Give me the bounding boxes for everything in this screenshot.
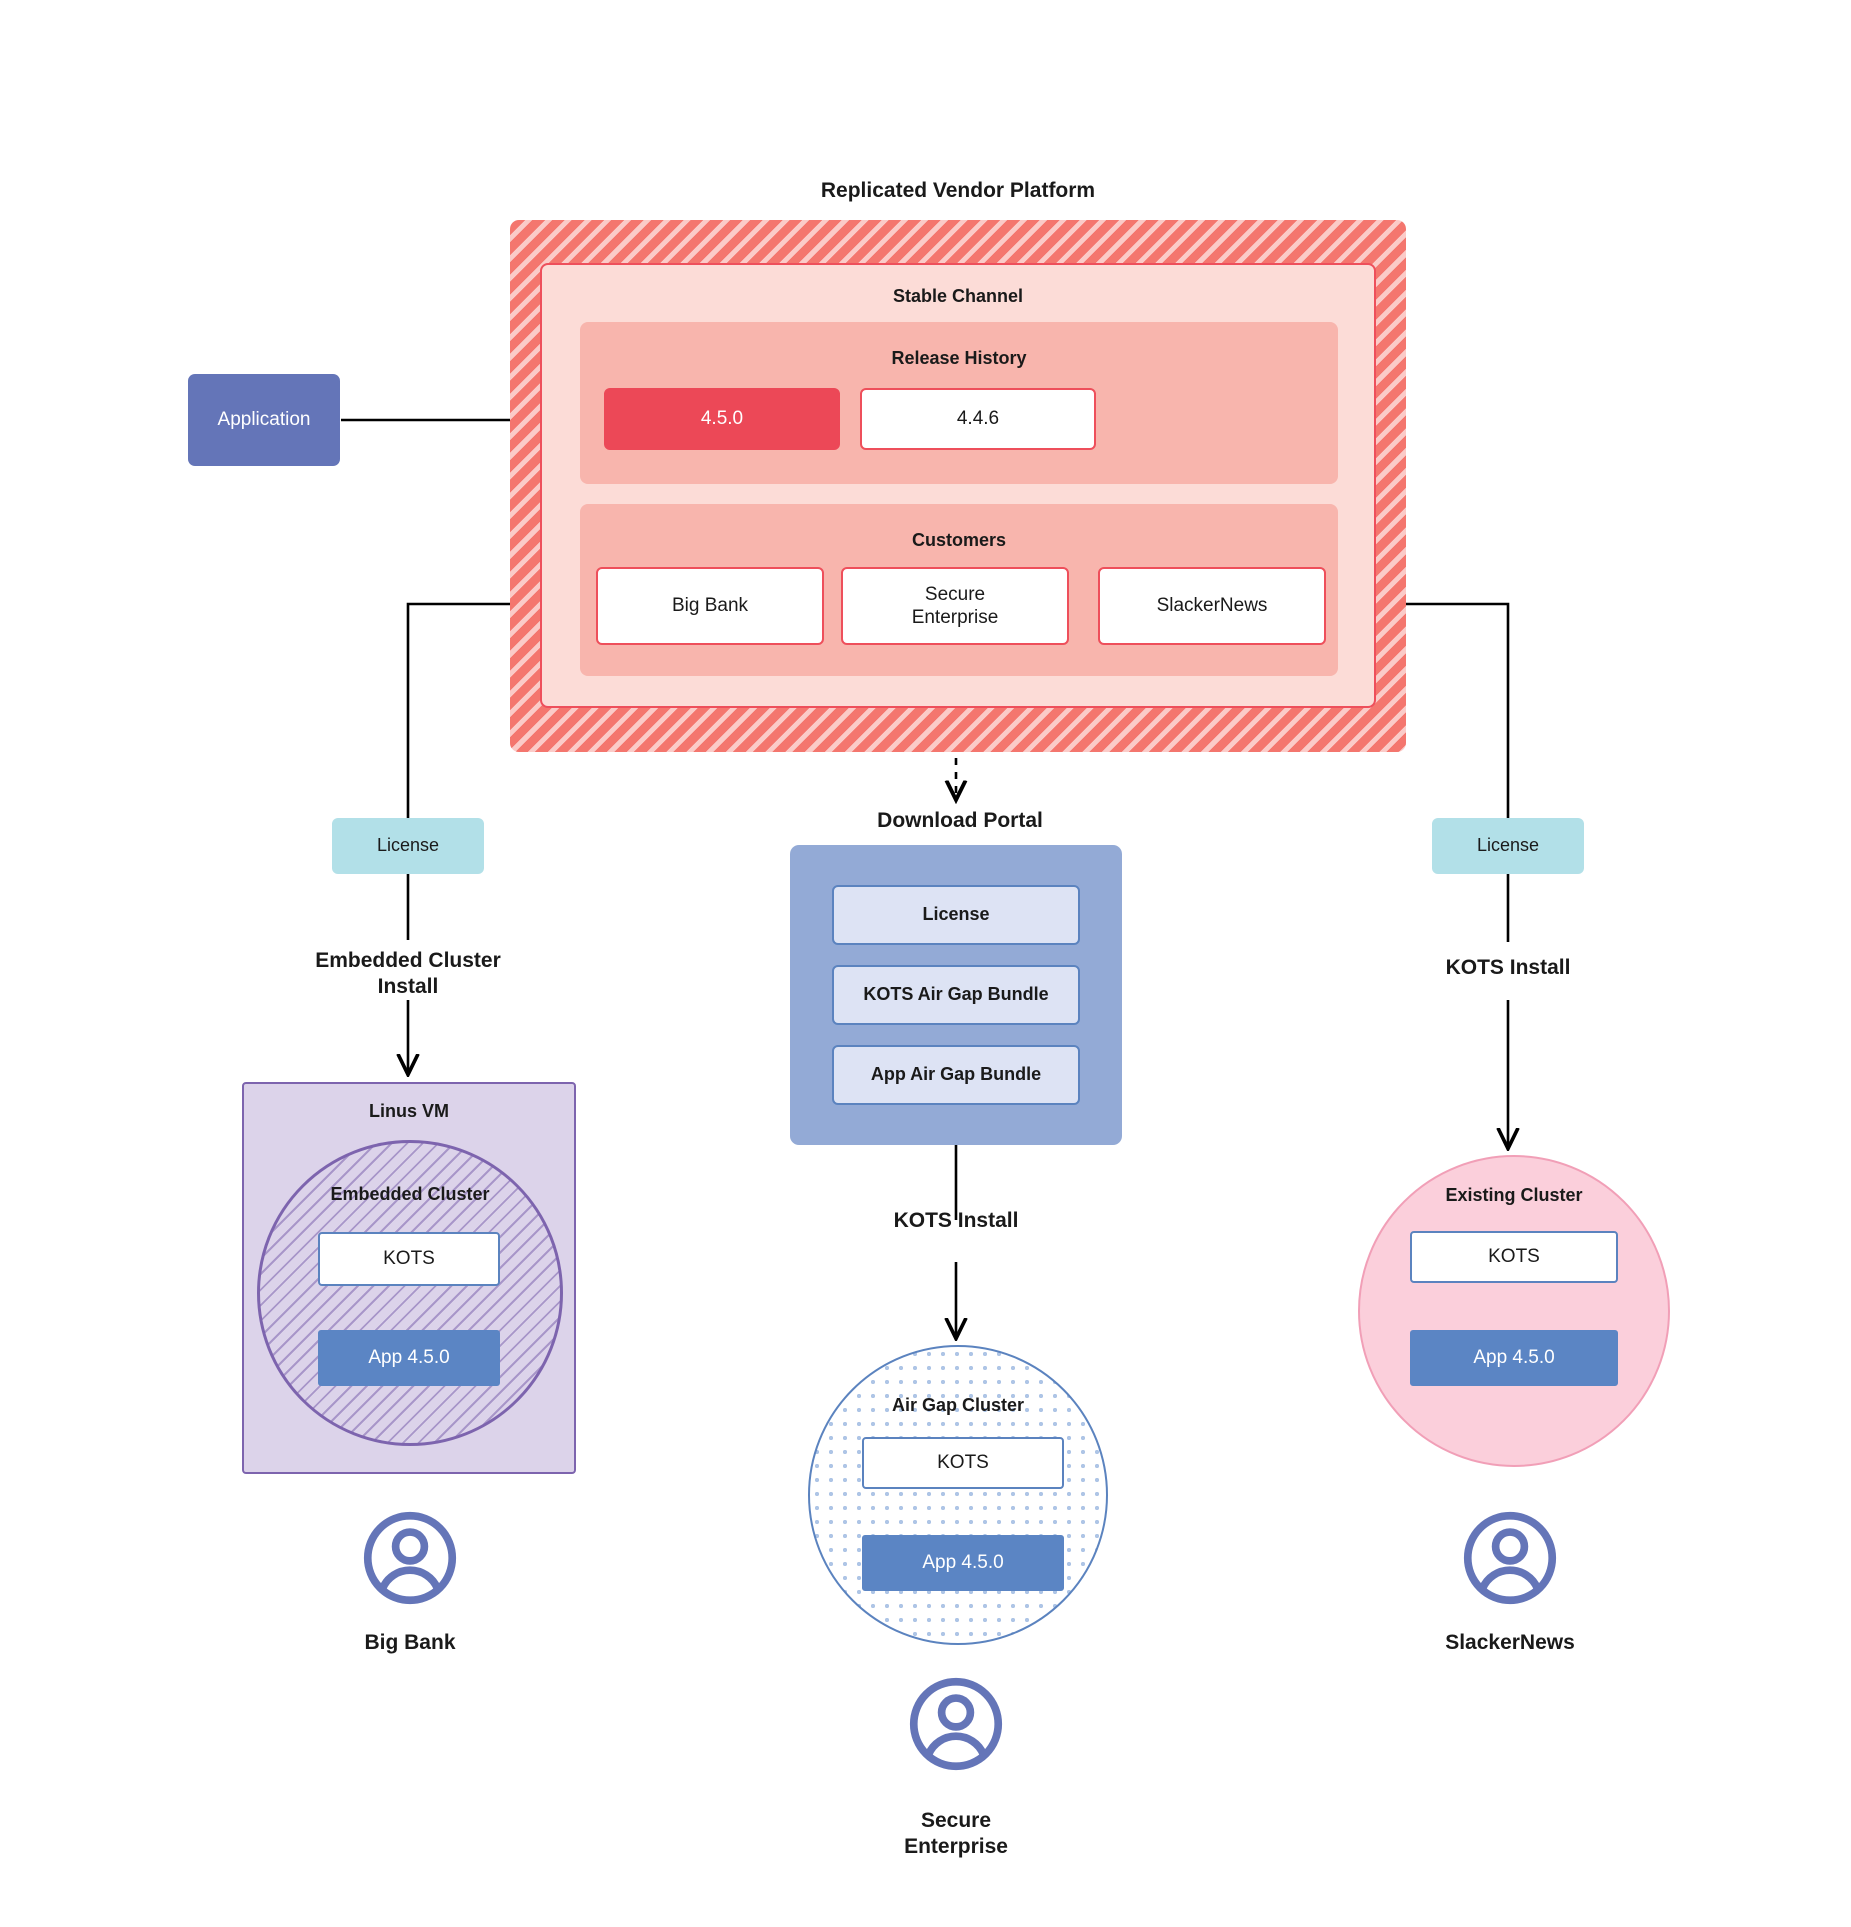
customer-chip-big-bank[interactable]: Big Bank xyxy=(596,567,824,645)
portal-item-license[interactable]: License xyxy=(832,885,1080,945)
customer-chip-slackernews[interactable]: SlackerNews xyxy=(1098,567,1326,645)
right-license-chip[interactable]: License xyxy=(1432,818,1584,874)
air-gap-cluster-title: Air Gap Cluster xyxy=(891,1395,1025,1415)
portal-item-kots-air-gap-bundle[interactable]: KOTS Air Gap Bundle xyxy=(832,965,1080,1025)
release-history-title: Release History xyxy=(891,348,1027,368)
customer-chip-secure-enterprise[interactable]: Secure Enterprise xyxy=(841,567,1069,645)
air-gap-cluster-boundary xyxy=(808,1345,1108,1645)
right-persona-name: SlackerNews xyxy=(1445,1631,1575,1654)
platform-title: Replicated Vendor Platform xyxy=(820,179,1096,202)
application-node[interactable]: Application xyxy=(188,374,340,466)
linux-vm-title: Linus VM xyxy=(369,1101,449,1121)
embedded-cluster-app-node[interactable]: App 4.5.0 xyxy=(318,1330,500,1386)
left-step-label: Embedded Cluster Install xyxy=(315,949,501,998)
embedded-cluster-boundary xyxy=(257,1140,563,1446)
portal-item-app-air-gap-bundle[interactable]: App Air Gap Bundle xyxy=(832,1045,1080,1105)
existing-cluster-app-node[interactable]: App 4.5.0 xyxy=(1410,1330,1618,1386)
existing-cluster-boundary xyxy=(1358,1155,1670,1467)
embedded-cluster-title: Embedded Cluster xyxy=(330,1184,490,1204)
release-chip-current[interactable]: 4.5.0 xyxy=(604,388,840,450)
center-persona-name: Secure Enterprise xyxy=(904,1809,1008,1858)
existing-cluster-kots-node[interactable]: KOTS xyxy=(1410,1231,1618,1283)
download-portal-title: Download Portal xyxy=(877,809,1043,832)
right-step-label: KOTS Install xyxy=(1445,956,1571,979)
user-avatar-icon xyxy=(1462,1510,1558,1606)
stable-channel-title: Stable Channel xyxy=(892,286,1024,306)
air-gap-cluster-app-node[interactable]: App 4.5.0 xyxy=(862,1535,1064,1591)
embedded-cluster-kots-node[interactable]: KOTS xyxy=(318,1232,500,1286)
left-persona-name: Big Bank xyxy=(364,1631,456,1654)
customers-title: Customers xyxy=(911,530,1007,550)
center-step-label: KOTS Install xyxy=(893,1209,1019,1232)
existing-cluster-title: Existing Cluster xyxy=(1445,1185,1583,1205)
user-avatar-icon xyxy=(908,1676,1004,1772)
release-chip-previous[interactable]: 4.4.6 xyxy=(860,388,1096,450)
left-license-chip[interactable]: License xyxy=(332,818,484,874)
air-gap-cluster-kots-node[interactable]: KOTS xyxy=(862,1437,1064,1489)
user-avatar-icon xyxy=(362,1510,458,1606)
